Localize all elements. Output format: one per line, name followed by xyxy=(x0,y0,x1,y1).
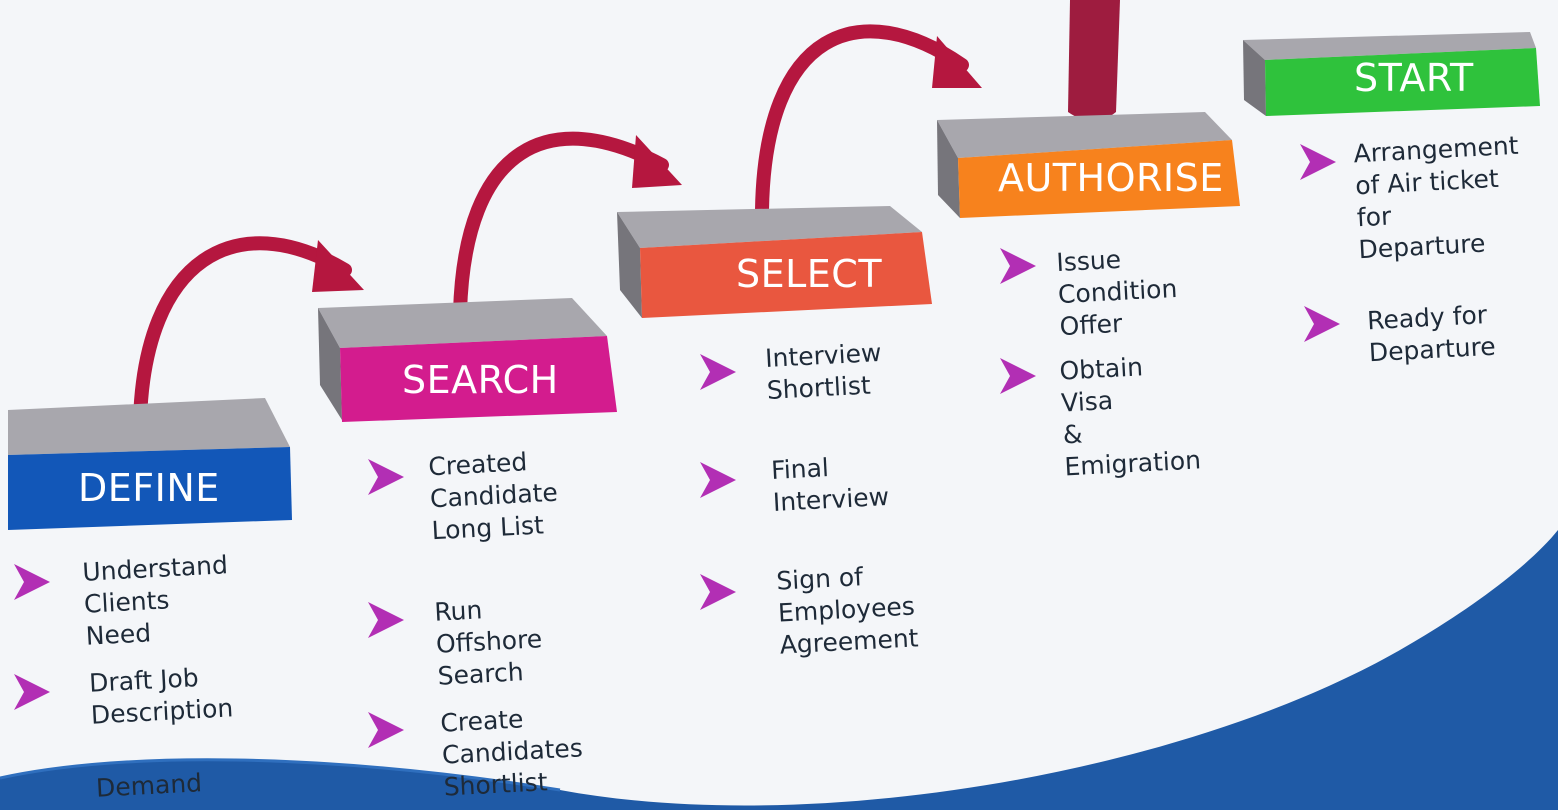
chevron-bullet-icon xyxy=(1300,144,1336,180)
chevron-bullet-icon xyxy=(368,712,404,748)
chevron-bullet-icon xyxy=(700,574,736,610)
start-item-2: Ready for Departure xyxy=(1366,300,1497,368)
arrow-search-select xyxy=(453,131,669,319)
chevron-bullet-icon xyxy=(368,602,404,638)
chevron-bullet-icon xyxy=(1000,248,1036,284)
search-title: SEARCH xyxy=(402,358,559,402)
arrowhead-select-authorise xyxy=(932,36,982,88)
step-define: DEFINE Understand Clients Need Draft Job… xyxy=(0,0,292,803)
authorise-box xyxy=(937,112,1240,218)
authorise-stamp-handle xyxy=(1068,0,1120,121)
arrow-define-search xyxy=(133,236,352,427)
select-item-3: Sign of Employees Agreement xyxy=(775,562,920,660)
select-item-2: Final Interview xyxy=(770,453,890,518)
chevron-bullet-icon xyxy=(700,462,736,498)
search-box xyxy=(318,298,617,422)
start-box xyxy=(1243,32,1540,116)
chevron-bullet-icon xyxy=(1304,306,1340,342)
authorise-title: AUTHORISE xyxy=(998,156,1224,200)
chevron-bullet-icon xyxy=(368,459,404,495)
chevron-bullet-icon xyxy=(14,564,50,600)
define-title: DEFINE xyxy=(78,466,220,510)
start-item-1: Arrangement of Air ticket for Departure xyxy=(1352,130,1520,265)
step-select: SELECT Interview Shortlist Final Intervi… xyxy=(0,0,932,660)
chevron-bullet-icon xyxy=(1000,358,1036,394)
start-title: START xyxy=(1354,56,1474,100)
search-item-1: Created Candidate Long List xyxy=(427,447,559,546)
arrowhead-define-search xyxy=(312,240,364,292)
arrow-select-authorise xyxy=(755,24,969,217)
step-start: START Arrangement of Air ticket for Depa… xyxy=(0,0,1540,367)
wave-highlight xyxy=(0,758,561,792)
arrowhead-search-select xyxy=(632,135,682,188)
define-box xyxy=(8,398,292,530)
blue-wave-shape xyxy=(0,530,1558,810)
search-item-3: Create Candidates Shortlist xyxy=(439,704,584,802)
step-search: SEARCH Created Candidate Long List Run O… xyxy=(0,0,617,802)
authorise-item-1: Issue Condition Offer xyxy=(1055,244,1178,342)
define-item-3: Demand xyxy=(95,768,203,803)
define-item-1: Understand Clients Need xyxy=(81,550,229,651)
select-title: SELECT xyxy=(736,252,883,296)
chevron-bullet-icon xyxy=(700,354,736,390)
chevron-bullet-icon xyxy=(14,674,50,710)
select-box xyxy=(617,206,932,318)
define-item-2: Draft Job Description xyxy=(88,663,234,730)
search-item-2: Run Offshore Search xyxy=(433,595,543,691)
select-item-1: Interview Shortlist xyxy=(764,338,883,406)
authorise-item-2: Obtain Visa & Emigration xyxy=(1058,352,1202,482)
step-authorise: AUTHORISE Issue Condition Offer Obtain V… xyxy=(0,0,1240,481)
